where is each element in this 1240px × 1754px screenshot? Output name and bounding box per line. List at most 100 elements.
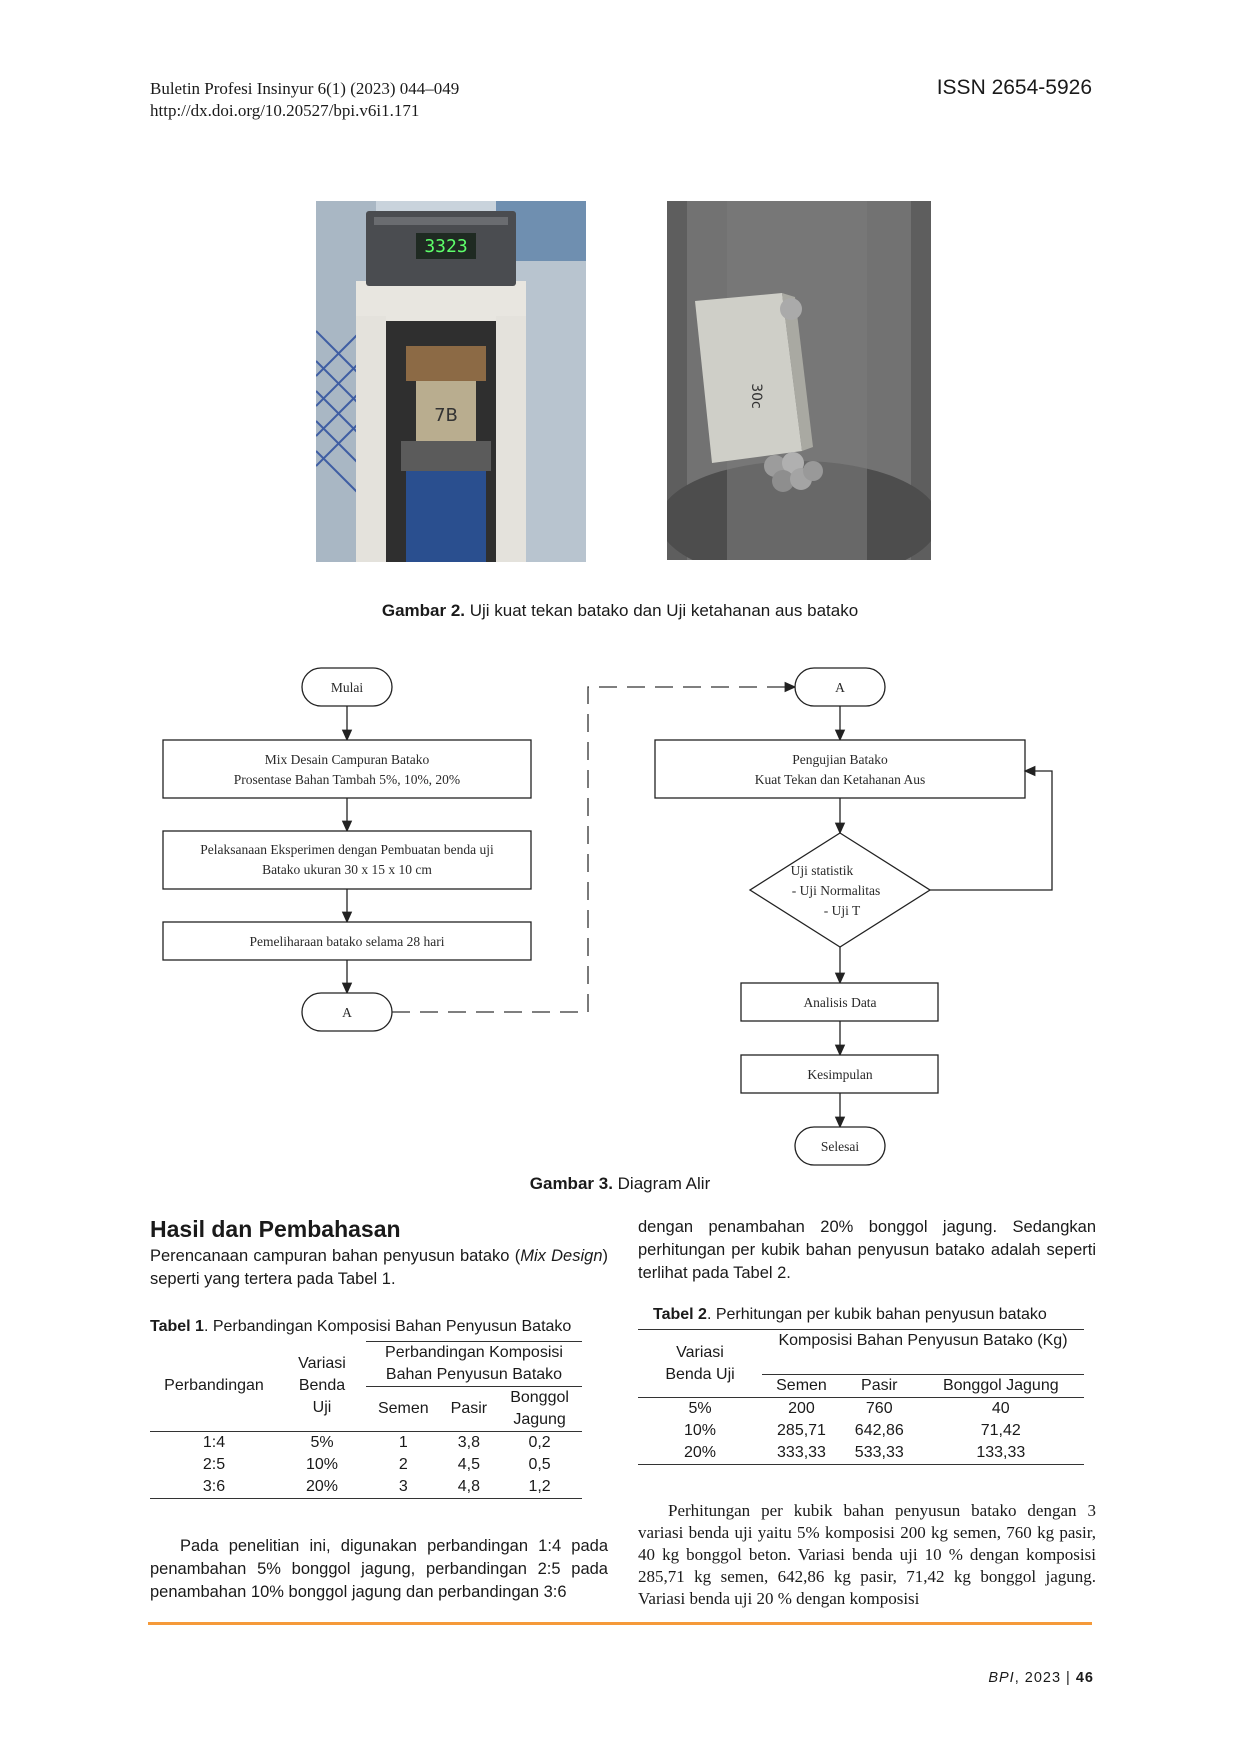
footer-year: , 2023	[1014, 1670, 1062, 1686]
testing-box	[654, 739, 1026, 799]
page-footer: BPI, 2023 | 46	[988, 1670, 1094, 1686]
t2-header-semen: Semen	[762, 1374, 841, 1398]
page-number: 46	[1075, 1670, 1094, 1686]
table-2: Variasi Benda Uji Komposisi Bahan Penyus…	[638, 1329, 1084, 1465]
t1-cell: 5%	[310, 1434, 334, 1451]
table-row: 3:6 20% 3 4,8 1,2	[150, 1476, 582, 1499]
t1-header-variasi: Variasi Benda Uji	[278, 1341, 366, 1432]
statistics-line2: - Uji Normalitas	[792, 883, 880, 898]
t1-cell: 4,5	[457, 1456, 480, 1473]
doi-link[interactable]: http://dx.doi.org/10.20527/bpi.v6i1.171	[150, 101, 420, 120]
t1-cell: 2:5	[202, 1456, 226, 1473]
t1-header-group: Perbandingan Komposisi Bahan Penyusun Ba…	[366, 1341, 582, 1387]
mix-design-box	[162, 739, 532, 799]
t1-cell: 3,8	[457, 1434, 480, 1451]
t1-cell: 3	[366, 1476, 441, 1499]
t1-cell: 1	[398, 1434, 408, 1451]
t2-cell: 760	[865, 1400, 893, 1417]
display-reading: 3323	[424, 236, 467, 257]
t1-header-perbandingan: Perbandingan	[150, 1341, 278, 1432]
t2-cell: 285,71	[777, 1422, 826, 1439]
t1-header-group-line2: Bahan Penyusun Batako	[385, 1366, 563, 1383]
sample-label: 7B	[434, 405, 458, 426]
figure-3-caption: Gambar 3. Diagram Alir	[0, 1174, 1240, 1194]
t1-cell: 0,5	[528, 1456, 551, 1473]
t2-cell: 333,33	[762, 1442, 841, 1465]
t2-cell: 20%	[638, 1442, 762, 1465]
left-body-paragraph: Pada penelitian ini, digunakan perbandin…	[150, 1537, 608, 1601]
t2-cell: 5%	[688, 1400, 712, 1417]
t1-header-semen: Semen	[366, 1386, 441, 1432]
t1-cell: 1:4	[202, 1434, 226, 1451]
compression-machine-illustration: 3323 7B	[316, 201, 586, 562]
start-label: Mulai	[331, 680, 363, 695]
connector-a-right-label: A	[835, 680, 845, 695]
curing-box	[162, 921, 532, 961]
t2-header-variasi-line1: Variasi	[676, 1343, 724, 1361]
table-row: 2:5 10% 2 4,5 0,5	[150, 1454, 582, 1476]
table-2-label: Tabel 2	[653, 1306, 707, 1323]
right-body-paragraph: Perhitungan per kubik bahan penyusun bat…	[638, 1501, 1096, 1608]
intro-text-b: ) seperti yang tertera pada Tabel 1.	[150, 1247, 608, 1288]
table-1-caption-text: . Perbandingan Komposisi Bahan Penyusun …	[203, 1318, 572, 1335]
block-label: 30c	[748, 383, 764, 409]
t2-cell: 71,42	[980, 1422, 1021, 1439]
testing-line1: Pengujian Batako	[792, 752, 888, 767]
t1-cell: 10%	[305, 1456, 339, 1473]
footer-separator: |	[1061, 1670, 1076, 1686]
experiment-box	[162, 830, 532, 890]
footer-journal: BPI	[988, 1670, 1015, 1686]
t1-cell: 3:6	[150, 1476, 278, 1499]
figure-2-caption-text: Uji kuat tekan batako dan Uji ketahanan …	[465, 601, 859, 620]
t2-cell: 10%	[683, 1422, 717, 1439]
running-header: Buletin Profesi Insinyur 6(1) (2023) 044…	[150, 78, 459, 122]
mix-design-line1: Mix Desain Campuran Batako	[265, 752, 430, 767]
t1-cell: 2	[398, 1456, 408, 1473]
t1-cell: 0,2	[528, 1434, 551, 1451]
conclusion-label: Kesimpulan	[807, 1067, 872, 1082]
t1-header-variasi-line1: Variasi	[298, 1355, 346, 1373]
analysis-label: Analisis Data	[803, 995, 876, 1010]
table-2-caption-text: . Perhitungan per kubik bahan penyusun b…	[706, 1306, 1047, 1323]
experiment-line1: Pelaksanaan Eksperimen dengan Pembuatan …	[200, 842, 494, 857]
t2-cell: 40	[991, 1400, 1010, 1417]
t2-cell: 533,33	[840, 1442, 918, 1465]
analysis-box	[740, 982, 939, 1022]
t1-header-variasi-line3: Uji	[312, 1399, 332, 1417]
t1-header-group-line1: Perbandingan Komposisi	[385, 1344, 563, 1361]
issn-label: ISSN 2654-5926	[936, 76, 1092, 99]
t2-cell: 200	[788, 1400, 815, 1417]
intro-text-italic: Mix Design	[520, 1247, 603, 1265]
t2-header-variasi-line2: Benda Uji	[665, 1365, 735, 1383]
t1-header-pasir: Pasir	[440, 1386, 498, 1432]
t1-cell: 1,2	[497, 1476, 582, 1499]
curing-label: Pemeliharaan batako selama 28 hari	[250, 934, 445, 949]
mix-design-line2: Prosentase Bahan Tambah 5%, 10%, 20%	[234, 772, 460, 787]
figure-2-caption: Gambar 2. Uji kuat tekan batako dan Uji …	[0, 601, 1240, 621]
compression-test-photo: 3323 7B	[316, 201, 586, 562]
t2-cell: 133,33	[917, 1442, 1084, 1465]
t2-cell: 642,86	[854, 1422, 904, 1439]
statistics-line1: Uji statistik	[791, 863, 854, 878]
footer-rule	[148, 1622, 1092, 1625]
end-terminal	[794, 1126, 886, 1166]
testing-line2: Kuat Tekan dan Ketahanan Aus	[755, 772, 926, 787]
journal-citation: Buletin Profesi Insinyur 6(1) (2023) 044…	[150, 79, 460, 98]
figure-3-label: Gambar 3.	[529, 1174, 613, 1193]
statistics-line3: - Uji T	[824, 903, 861, 918]
t1-header-bonggol-line2: Jagung	[497, 1409, 582, 1432]
experiment-line2: Batako ukuran 30 x 15 x 10 cm	[262, 862, 432, 877]
abrasion-test-photo: 30c	[667, 201, 931, 560]
intro-paragraph: Perencanaan campuran bahan penyusun bata…	[150, 1245, 608, 1291]
figure-3-caption-text: Diagram Alir	[612, 1174, 711, 1193]
connector-dashed-link	[392, 681, 797, 1013]
right-top-paragraph: dengan penambahan 20% bonggol jagung. Se…	[638, 1218, 1096, 1282]
intro-text-a: Perencanaan campuran bahan penyusun bata…	[150, 1247, 521, 1265]
end-label: Selesai	[821, 1139, 859, 1154]
table-row: 20% 333,33 533,33 133,33	[638, 1442, 1084, 1465]
figure-2-label: Gambar 2.	[381, 601, 465, 620]
table-row: 10% 285,71 642,86 71,42	[638, 1420, 1084, 1442]
t1-cell: 20%	[278, 1476, 366, 1499]
table-1-caption: Tabel 1. Perbandingan Komposisi Bahan Pe…	[150, 1318, 571, 1336]
